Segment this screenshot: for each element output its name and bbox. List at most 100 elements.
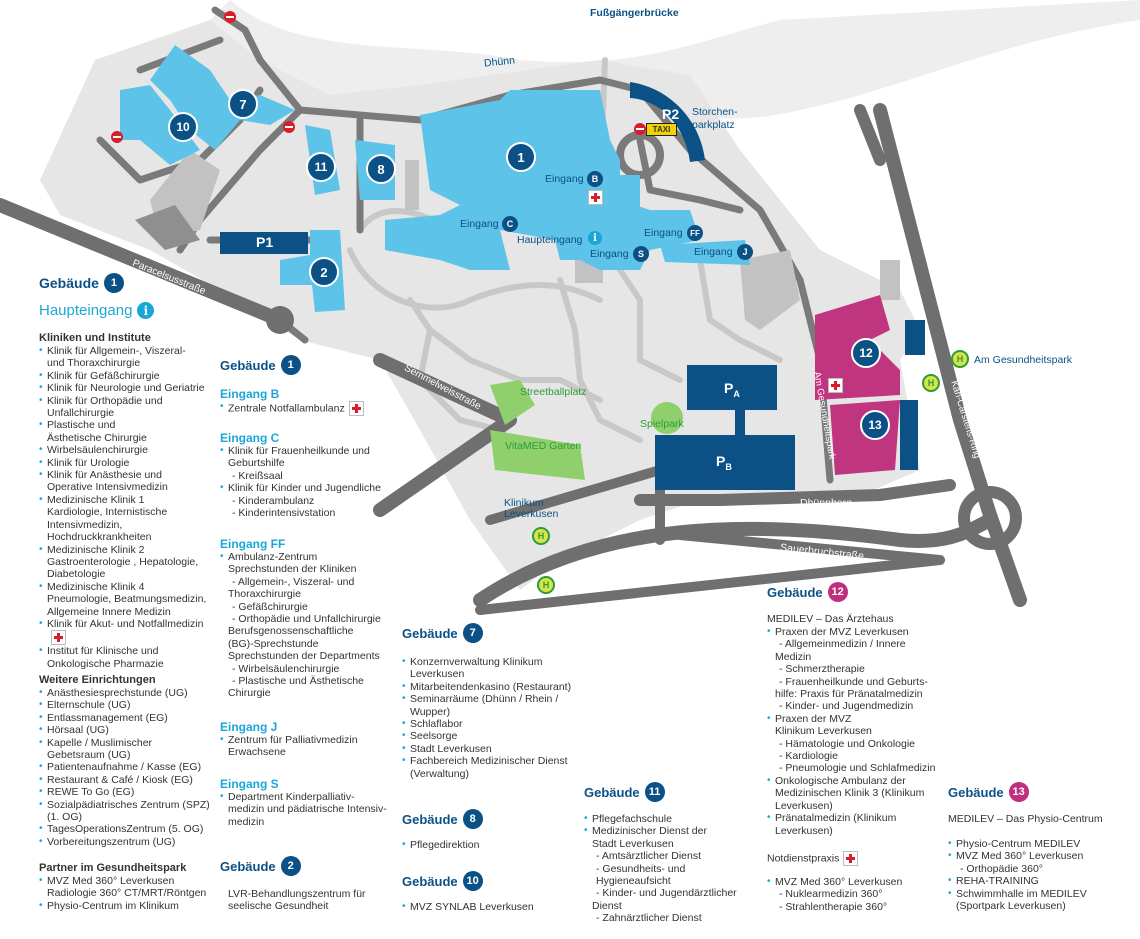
col2-heading: Gebäude 1 <box>220 355 301 375</box>
list-item: Schlaflabor <box>402 718 577 731</box>
emergency-cross-icon <box>51 630 66 646</box>
building-2-marker[interactable]: 2 <box>309 257 339 287</box>
streetball-label: Streetballplatz <box>520 386 587 398</box>
parking-pa <box>687 365 777 410</box>
g10-heading: Gebäude 10 <box>402 871 483 891</box>
list-item: - Allgemeinmedizin / Innere <box>779 638 906 651</box>
entrance-c-marker[interactable]: C <box>502 216 518 232</box>
g7-title: Gebäude <box>402 625 458 641</box>
info-icon: i <box>137 302 155 319</box>
vitamed-label: VitaMED Garten <box>505 440 582 452</box>
list-item: Unfallchirurgie <box>47 407 115 420</box>
list-item: Elternschule (UG) <box>39 699 219 712</box>
main-entrance-info-icon[interactable]: i <box>588 231 602 245</box>
eingang-c-label: Eingang <box>460 218 499 230</box>
building-7-marker[interactable]: 7 <box>228 89 258 119</box>
entrance-b-marker[interactable]: B <box>587 171 603 187</box>
g2-title: Gebäude <box>220 858 276 874</box>
list-item: medizin <box>228 815 265 828</box>
list-item: Pflegedirektion <box>402 839 577 852</box>
eingang-ff-heading: Eingang FF <box>220 537 286 551</box>
list-item: Allgemeine Innere Medizin <box>47 605 171 618</box>
bus-stop-icon: H <box>951 350 969 368</box>
legend-main-badge: 1 <box>103 273 124 293</box>
list-item: hilfe: Praxis für Pränatalmedizin <box>775 688 923 701</box>
entrance-ff-marker[interactable]: FF <box>687 225 703 241</box>
list-item: Physio-Centrum im Klinikum <box>39 900 219 913</box>
list-item: REHA-TRAINING <box>948 875 1128 888</box>
eingang-c-heading: Eingang C <box>220 431 280 445</box>
list-item: Klinik für Anästhesie und <box>39 469 219 482</box>
list-item: - Allgemein-, Viszeral- und <box>232 575 355 588</box>
list-item: Berufsgenossenschaftliche <box>228 625 354 638</box>
p1-label: P1 <box>256 234 274 250</box>
bus-stop-icon-2: H <box>922 374 940 392</box>
list-item: Kardiologie, Internistische <box>47 506 168 519</box>
list-item: - Kreißsaal <box>232 469 283 482</box>
g8-heading: Gebäude 8 <box>402 809 483 829</box>
list-item: Klinik für Akut- und Notfallmedizin <box>39 618 219 646</box>
building-10-marker[interactable]: 10 <box>168 112 198 142</box>
entrance-s-marker[interactable]: S <box>633 246 649 262</box>
building-1-marker[interactable]: 1 <box>506 142 536 172</box>
building-13-marker[interactable]: 13 <box>860 410 890 440</box>
list-item: - Kinder- und Jugendmedizin <box>779 700 914 713</box>
south-link <box>675 530 945 565</box>
list-item: Praxen der MVZ <box>767 713 942 726</box>
list-item: - Orthopädie 360° <box>960 862 1044 875</box>
list-item: - Nuklearmedizin 360° <box>779 888 883 901</box>
parking-p1 <box>220 232 308 254</box>
list-item: MVZ Med 360° Leverkusen <box>39 875 219 888</box>
list-item: Geburtshilfe <box>228 457 285 470</box>
g13-heading: Gebäude 13 <box>948 782 1029 802</box>
list-item: Physio-Centrum MEDILEV <box>948 838 1128 851</box>
list-item: - Pneumologie und Schlafmedizin <box>779 762 936 775</box>
list-item: Entlassmanagement (EG) <box>39 712 219 725</box>
building-8-marker[interactable]: 8 <box>366 154 396 184</box>
building-11-marker[interactable]: 11 <box>306 152 336 182</box>
parking-pb <box>655 435 795 490</box>
list-item: - Plastische und Ästhetische <box>232 675 364 688</box>
partner-title: Partner im Gesundheitspark <box>39 862 187 874</box>
eingang-j-heading: Eingang J <box>220 720 278 734</box>
list-item: Medizinische Klinik 2 <box>39 544 219 557</box>
bus-stop-icon-3: H <box>532 527 550 545</box>
list-item: seelische Gesundheit <box>228 900 329 913</box>
g7-heading: Gebäude 7 <box>402 623 483 643</box>
g2-badge: 2 <box>280 856 301 876</box>
am-gesundheitspark-stop-label: Am Gesundheitspark <box>974 354 1073 366</box>
list-item: MVZ Med 360° Leverkusen <box>948 850 1128 863</box>
list-item: Radiologie 360° CT/MRT/Röntgen <box>47 887 207 900</box>
list-item: Department Kinderpalliativ- <box>220 791 400 804</box>
list-item: TagesOperationsZentrum (5. OG) <box>39 823 219 836</box>
list-item: Fachbereich Medizinischer Dienst <box>402 755 577 768</box>
list-item: Klinik für Orthopädie und <box>39 395 219 408</box>
list-item: Gebetsraum (UG) <box>47 749 131 762</box>
g10-list: MVZ SYNLAB Leverkusen <box>402 901 577 914</box>
list-item: - Orthopädie und Unfallchirurgie <box>232 613 381 626</box>
list-item: - Frauenheilkunde und Geburts- <box>779 675 928 688</box>
kliniken-list: Klinik für Allgemein-, Viszeral-und Thor… <box>39 345 219 670</box>
list-item: Seelsorge <box>402 730 577 743</box>
spielpark-label: Spielpark <box>640 418 684 430</box>
list-item: - Schmerztherapie <box>779 663 865 676</box>
emergency-cross-icon-12 <box>828 378 843 393</box>
weitere-title: Weitere Einrichtungen <box>39 674 156 686</box>
haupteingang-label: Haupteingang <box>517 234 583 246</box>
list-item: Klinik für Neurologie und Geriatrie <box>39 382 219 395</box>
g12-heading: Gebäude 12 <box>767 582 848 602</box>
entrance-j-marker[interactable]: J <box>737 244 753 260</box>
building-12-marker[interactable]: 12 <box>851 338 881 368</box>
list-item: Erwachsene <box>228 746 286 759</box>
g8-badge: 8 <box>462 809 483 829</box>
list-item: Klinik für Frauenheilkunde und <box>220 445 400 458</box>
legend-main-heading: Gebäude 1 <box>39 273 124 293</box>
g11-title: Gebäude <box>584 784 640 800</box>
g13-intro: MEDILEV – Das Physio-Centrum <box>948 813 1103 825</box>
list-item: Pneumologie, Beatmungsmedizin, <box>47 593 207 606</box>
list-item: Dienst <box>592 899 622 912</box>
g13-title: Gebäude <box>948 784 1004 800</box>
list-item: Wirbelsäulenchirurgie <box>39 444 219 457</box>
